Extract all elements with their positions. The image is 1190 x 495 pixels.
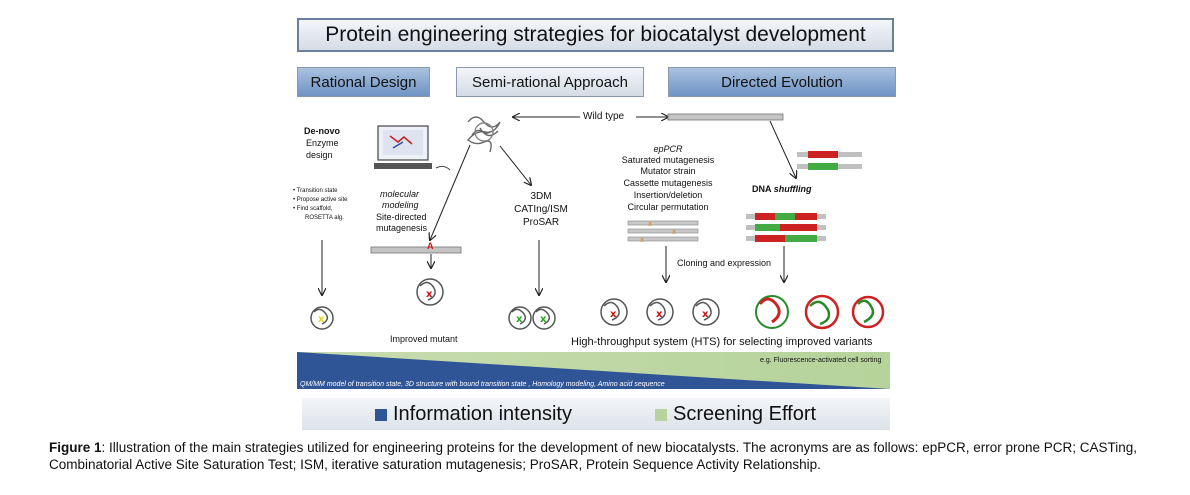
legend-information-swatch	[375, 408, 387, 421]
effort-intensity-band	[297, 352, 890, 389]
figure-title: Protein engineering strategies for bioca…	[297, 18, 894, 52]
semi-3dm: 3DM	[530, 191, 552, 202]
dna-shuffling-label: DNA shuffling	[752, 184, 812, 195]
svg-text:x: x	[656, 309, 663, 320]
legend-information: Information intensity	[375, 403, 572, 426]
svg-text:x: x	[318, 314, 325, 325]
site-directed-2: mutagenesis	[376, 223, 428, 233]
legend-screening-swatch	[655, 408, 667, 421]
shuffled-variants	[755, 294, 885, 330]
method-4: Insertion/deletion	[633, 190, 703, 200]
denovo-bullet: • Propose active site	[293, 197, 348, 203]
denovo-bullet: • Find scaffold,	[293, 206, 333, 212]
semi-rational-header: Semi-rational Approach	[456, 67, 644, 97]
legend-screening: Screening Effort	[655, 403, 816, 426]
denovo-bullet-cont: ROSETTA alg.	[305, 215, 344, 221]
improved-mutant-label: Improved mutant	[390, 334, 458, 344]
molecular-modeling-1: molecular	[380, 189, 420, 199]
denovo-bullet: • Transition state	[293, 188, 338, 194]
bullet-text-3: Find scaffold,	[296, 206, 333, 212]
site-directed-1: Site-directed	[376, 212, 427, 222]
dna-word: DNA	[752, 184, 772, 194]
facs-label: e.g. Fluorescence-activated cell sorting	[760, 357, 882, 364]
arrow-to-site-directed	[430, 144, 471, 240]
wild-type-label: Wild type	[583, 111, 625, 122]
semi-casting: CATIng/ISM	[514, 204, 568, 215]
legend-band	[302, 398, 890, 430]
arrow-to-3dm	[499, 145, 531, 185]
denovo-line2: Enzyme	[306, 138, 339, 148]
method-1: Saturated mutagenesis	[621, 155, 715, 165]
shuffling-recombined-bars	[746, 213, 826, 242]
denovo-line3: design	[306, 150, 333, 160]
caption-text: : Illustration of the main strategies ut…	[49, 440, 1138, 472]
wild-type-gene-bar	[667, 113, 784, 121]
cloning-label: Cloning and expression	[677, 258, 772, 268]
figure-caption: Figure 1: Illustration of the main strat…	[49, 439, 1159, 473]
svg-text:x: x	[648, 220, 652, 228]
svg-text:x: x	[540, 314, 547, 325]
hts-label: High-throughput system (HTS) for selecti…	[571, 336, 873, 348]
svg-text:x: x	[610, 309, 617, 320]
denovo-title: De-novo	[304, 126, 340, 136]
protein-variants	[310, 278, 720, 330]
caption-label: Figure 1	[49, 440, 102, 455]
svg-text:x: x	[672, 228, 676, 236]
site-directed-gene-bar	[370, 246, 462, 254]
information-band-text: QM/MM model of transition state, 3D stru…	[300, 381, 665, 388]
rational-design-header: Rational Design	[297, 67, 430, 97]
shuffling-parent-bars	[797, 151, 862, 170]
method-0: epPCR	[653, 144, 683, 154]
wild-type-protein-icon	[467, 116, 501, 153]
directed-evolution-header: Directed Evolution	[668, 67, 896, 97]
arrow-to-shuffling	[769, 120, 796, 178]
random-mutagenesis-bars: x x x	[627, 220, 699, 244]
svg-text:x: x	[702, 309, 709, 320]
svg-text:x: x	[516, 314, 523, 325]
computer-icon	[374, 125, 451, 171]
semi-prosar: ProSAR	[522, 217, 560, 228]
mutation-markers: x x x x x x x	[318, 289, 709, 325]
bullet-text-1: Transition state	[296, 188, 338, 194]
mutation-mark-a: A	[427, 241, 434, 251]
shuffling-word: shuffling	[773, 184, 812, 194]
bullet-text-2: Propose active site	[296, 197, 348, 203]
svg-text:x: x	[640, 236, 644, 244]
method-3: Cassette mutagenesis	[623, 178, 713, 188]
molecular-modeling-2: modeling	[382, 200, 419, 210]
svg-text:x: x	[426, 289, 433, 300]
method-2: Mutator strain	[640, 166, 696, 176]
legend-screening-label: Screening Effort	[673, 403, 817, 425]
legend-information-label: Information intensity	[393, 403, 572, 425]
method-5: Circular permutation	[627, 202, 709, 212]
